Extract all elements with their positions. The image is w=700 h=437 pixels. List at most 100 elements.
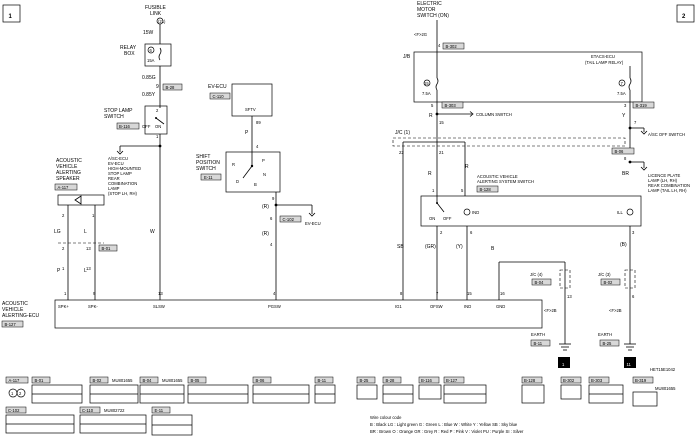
svg-text:7: 7 [634, 120, 637, 125]
svg-text:9: 9 [272, 196, 275, 201]
ecu-pin-gnd: 16 GND [496, 291, 505, 309]
licence-lamp-label: LICENCE PLATE LAMP (LH, RH) REAR COMBINA… [648, 173, 690, 193]
svg-text:B-25: B-25 [603, 341, 613, 346]
svg-text:B-28: B-28 [386, 378, 396, 383]
svg-text:9: 9 [156, 84, 159, 90]
svg-text:B-128: B-128 [480, 187, 492, 192]
svg-text:J/C (3): J/C (3) [598, 272, 611, 277]
svg-text:IG1: IG1 [395, 304, 402, 309]
svg-text:R: R [232, 162, 235, 167]
ground-symbol-1 [559, 330, 571, 351]
ecu-pin-slsw: 13 SLSW [153, 291, 165, 309]
connector-tag-b302 [442, 42, 465, 50]
connector-tag-b06 [611, 147, 635, 155]
svg-text:6: 6 [150, 48, 153, 53]
svg-text:(R): (R) [262, 231, 269, 237]
svg-text:8: 8 [624, 156, 627, 161]
ecu-pin-ofsw: 7 OFSW [430, 291, 443, 309]
svg-text:B-302: B-302 [446, 44, 458, 49]
svg-text:EV-ECU: EV-ECU [305, 221, 321, 226]
svg-text:R: R [465, 164, 469, 170]
svg-text:1: 1 [92, 213, 95, 218]
svg-text:VEHICLE: VEHICLE [56, 164, 78, 170]
svg-text:COMBINATION: COMBINATION [108, 181, 137, 186]
svg-text:5: 5 [431, 103, 434, 108]
svg-text:ON: ON [155, 124, 161, 129]
svg-text:1: 1 [9, 14, 13, 20]
svg-text:B-25: B-25 [360, 378, 370, 383]
svg-text:GND: GND [496, 304, 505, 309]
fuse-icon [158, 47, 162, 61]
svg-text:REAR COMBINATION: REAR COMBINATION [648, 183, 690, 188]
svg-text:B-05: B-05 [191, 378, 201, 383]
svg-text:(STOP LH, RH): (STOP LH, RH) [108, 191, 138, 196]
svg-text:EARTH: EARTH [598, 332, 612, 337]
svg-text:J/C (4): J/C (4) [530, 272, 543, 277]
svg-text:SLSW: SLSW [153, 304, 165, 309]
svg-text:21: 21 [439, 150, 444, 155]
svg-text:89: 89 [256, 120, 261, 125]
document-code: HET15E1042 [650, 367, 676, 372]
svg-text:B-02: B-02 [604, 280, 614, 285]
connector-tag-b11 [530, 339, 551, 347]
svg-text:1: 1 [64, 291, 67, 296]
svg-text:15A: 15A [147, 58, 155, 63]
svg-text:2: 2 [440, 230, 443, 235]
svg-text:<F>2B: <F>2B [544, 308, 557, 313]
svg-text:BR: BR [622, 171, 629, 177]
svg-text:B-28: B-28 [166, 85, 176, 90]
svg-text:SPK+: SPK+ [58, 304, 69, 309]
connector-tag-c110 [209, 92, 231, 100]
svg-text:D: D [236, 179, 239, 184]
svg-text:VEHICLE: VEHICLE [2, 307, 24, 313]
svg-text:RELAY: RELAY [120, 45, 137, 51]
fusible-link-label: FUSIBLE [145, 5, 167, 11]
svg-text:N: N [263, 172, 266, 177]
ecu-label: ACOUSTIC VEHICLE ALERTING-ECU [2, 301, 40, 319]
svg-text:2: 2 [62, 213, 65, 218]
svg-text:(R): (R) [262, 204, 269, 210]
connector-tag-b116 [116, 122, 140, 130]
svg-text:B-127: B-127 [5, 322, 17, 327]
wire-colour-legend: Wire colour code B : Black LG : Light gr… [370, 415, 524, 434]
svg-text:SWITCH: SWITCH [196, 166, 216, 172]
connector-legend: A-117 1 2 B-01 B-02 MU801655 B-04 MU8016… [5, 376, 676, 436]
svg-text:9: 9 [93, 291, 96, 296]
acoustic-vehicle-alerting-ecu [54, 299, 543, 329]
svg-text:SWITCH: SWITCH [104, 114, 124, 120]
junction-block [413, 51, 643, 103]
svg-text:4: 4 [270, 242, 273, 247]
svg-text:6: 6 [270, 216, 273, 221]
svg-text:16: 16 [500, 291, 505, 296]
ground-point-1 [558, 357, 570, 368]
svg-text:J/B: J/B [403, 54, 411, 60]
svg-text:BR : Brown O : Orange GR: BR : Brown O : Orange GR : Grey R : Red … [370, 429, 524, 434]
svg-text:E-11: E-11 [204, 175, 213, 180]
svg-text:1: 1 [562, 362, 565, 367]
svg-text:B-303: B-303 [445, 103, 457, 108]
svg-text:SPEAKER: SPEAKER [56, 176, 80, 182]
svg-text:B-303: B-303 [591, 378, 603, 383]
svg-text:OFF: OFF [142, 124, 151, 129]
svg-text:2: 2 [19, 391, 22, 396]
connector-tag-c102 [279, 215, 302, 223]
connector-tag-b128 [476, 185, 499, 193]
svg-text:B-116: B-116 [421, 378, 433, 383]
svg-text:SB: SB [397, 244, 404, 250]
svg-text:R: R [429, 113, 433, 119]
fusible-link-label-2: LINK [150, 11, 162, 17]
svg-text:BOX: BOX [124, 51, 135, 57]
connector-tag-b01 [98, 244, 118, 252]
svg-text:L: L [84, 229, 87, 235]
svg-text:1: 1 [62, 266, 65, 271]
svg-text:P: P [262, 158, 265, 163]
svg-text:ALERTING: ALERTING [56, 170, 81, 176]
svg-text:4: 4 [273, 291, 276, 296]
relay-box [144, 43, 172, 67]
svg-text:MU801655: MU801655 [162, 378, 183, 383]
svg-text:STOP LAMP: STOP LAMP [108, 171, 132, 176]
svg-text:ON: ON [429, 216, 435, 221]
connector-tag-b319 [632, 101, 655, 109]
connector-tag-b25 [599, 339, 620, 347]
svg-text:(21): (21) [158, 19, 166, 24]
